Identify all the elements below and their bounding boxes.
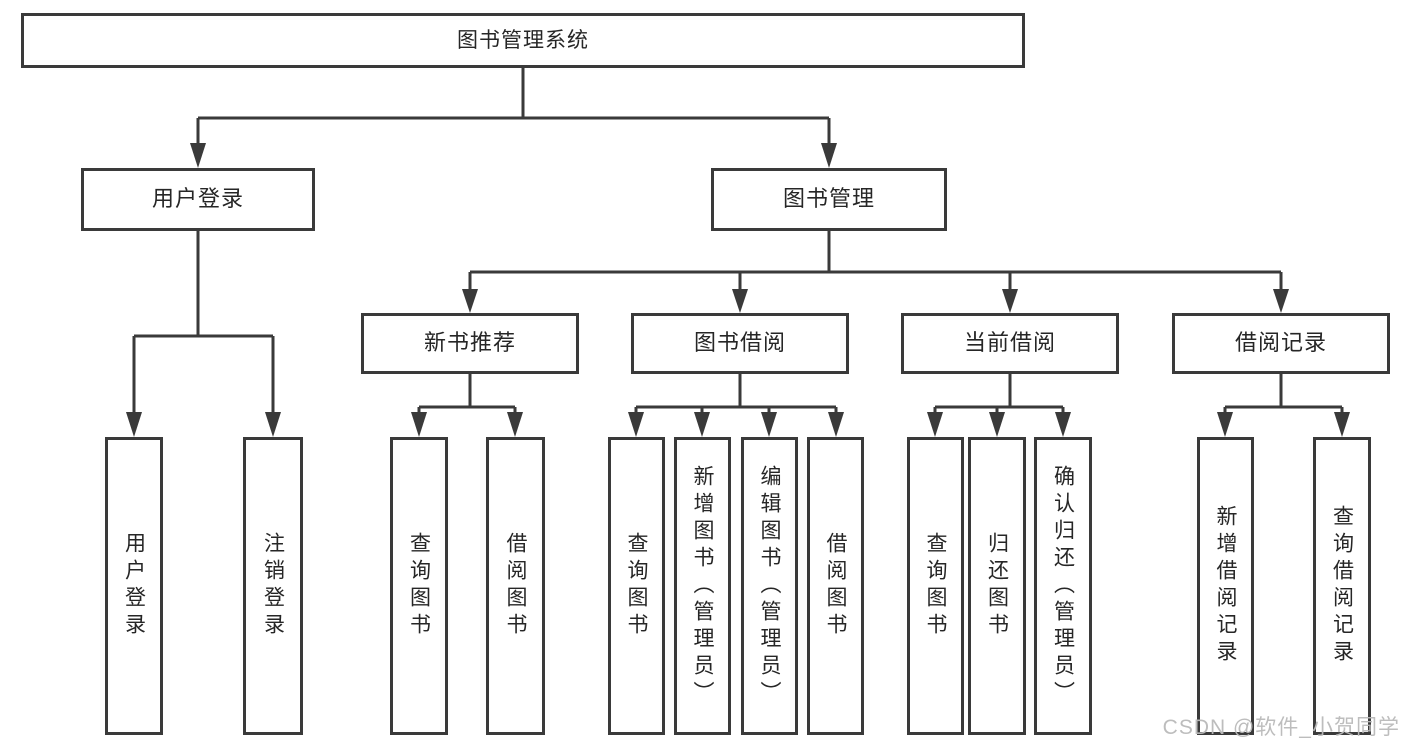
- node-new-book-recommend: 新书推荐: [361, 313, 579, 374]
- node-borrow-records: 借阅记录: [1172, 313, 1390, 374]
- leaf-borrow-books-recommend: 借阅图书: [486, 437, 545, 735]
- csdn-watermark: CSDN @软件_小贺同学: [1162, 716, 1400, 739]
- leaf-user-login: 用户登录: [105, 437, 163, 735]
- node-book-management: 图书管理: [711, 168, 947, 231]
- leaf-add-borrow-record: 新增借阅记录: [1197, 437, 1254, 735]
- leaf-add-book-admin: 新增图书（管理员）: [674, 437, 731, 735]
- leaf-edit-book-admin: 编辑图书（管理员）: [741, 437, 798, 735]
- leaf-borrow-books: 借阅图书: [807, 437, 864, 735]
- leaf-return-book: 归还图书: [968, 437, 1026, 735]
- node-library-management-system: 图书管理系统: [21, 13, 1025, 68]
- node-book-borrow: 图书借阅: [631, 313, 849, 374]
- leaf-logout: 注销登录: [243, 437, 303, 735]
- leaf-confirm-return-admin: 确认归还（管理员）: [1034, 437, 1092, 735]
- leaf-query-books-borrow: 查询图书: [608, 437, 665, 735]
- node-current-borrow: 当前借阅: [901, 313, 1119, 374]
- leaf-query-borrow-record: 查询借阅记录: [1313, 437, 1371, 735]
- leaf-query-books-recommend: 查询图书: [390, 437, 448, 735]
- node-user-login: 用户登录: [81, 168, 315, 231]
- leaf-query-books-current: 查询图书: [907, 437, 964, 735]
